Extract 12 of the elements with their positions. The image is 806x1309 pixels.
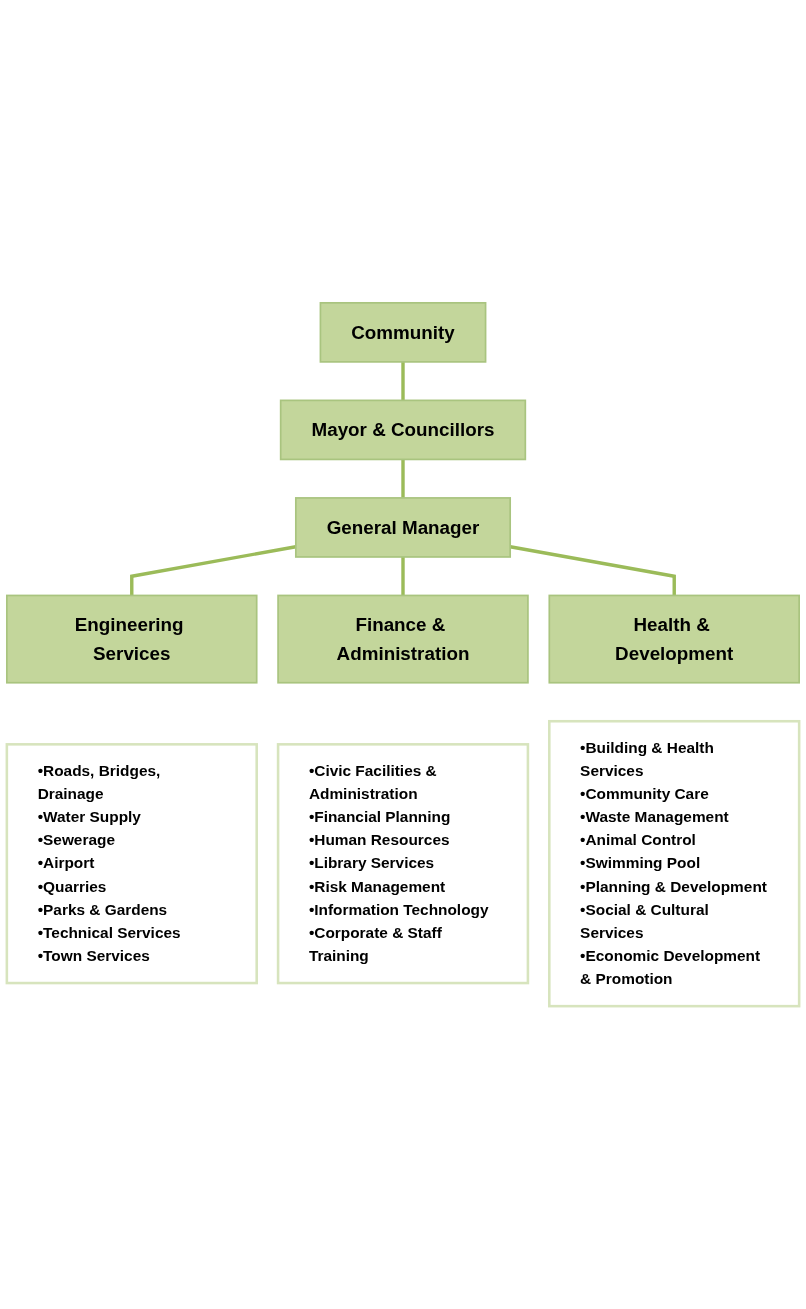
node-box: General Manager — [294, 497, 512, 558]
node-box: Mayor & Councillors — [279, 399, 527, 461]
node-box: Engineering Services — [6, 594, 258, 684]
node-box: Finance & Administration — [277, 594, 529, 684]
node-box: Community — [319, 302, 487, 363]
node-box: Health & Development — [548, 594, 800, 684]
connector — [401, 459, 405, 498]
node-box: •Building & Health Services •Community Care •Waste Management •Animal Control •Swimming Pool •Planning & Development •Social & Cultural Services •Economic Development & Promotion — [548, 719, 801, 1008]
connector — [401, 361, 405, 401]
node-box: •Roads, Bridges, Drainage •Water Supply •Sewerage •Airport •Quarries •Parks & Gardens •Technical Services •Town Services — [5, 743, 258, 985]
connector — [401, 556, 405, 596]
node-box: •Civic Facilities & Administration •Financial Planning •Human Resources •Library Services •Risk Management •Information Technology •Corporate & Staff Training — [276, 743, 530, 985]
